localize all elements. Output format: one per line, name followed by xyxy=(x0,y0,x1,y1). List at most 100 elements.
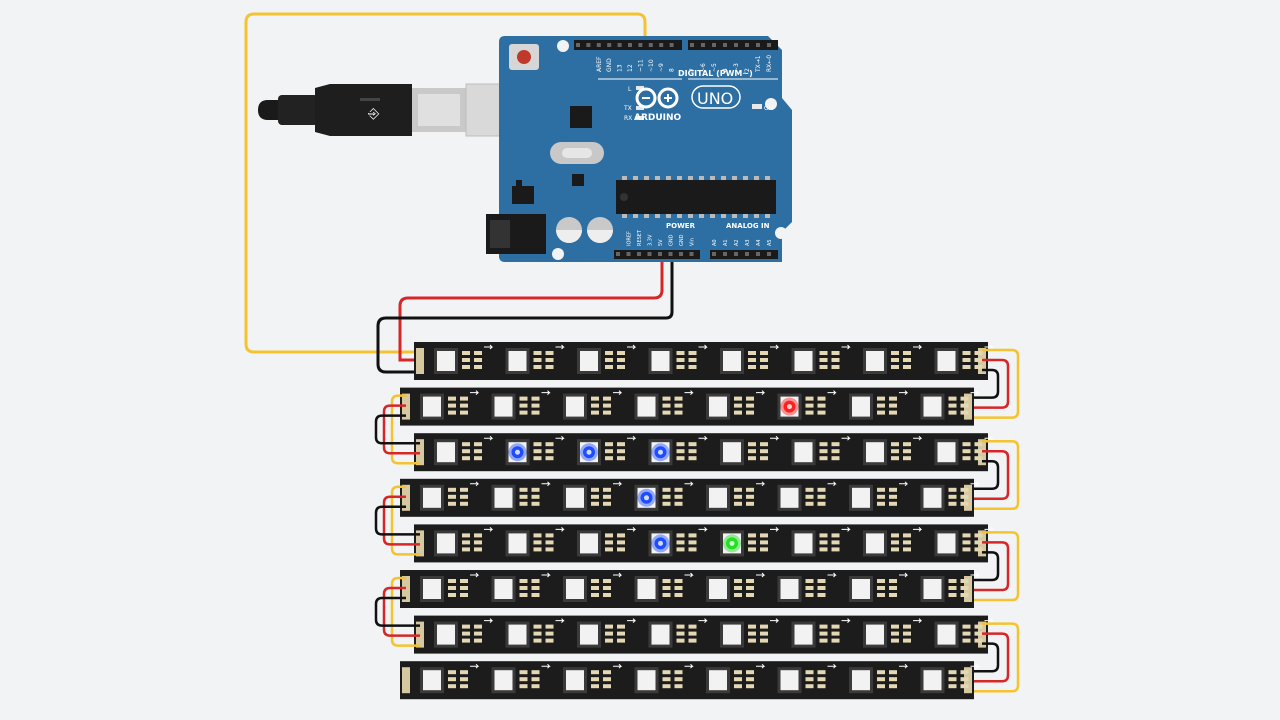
led-pixel[interactable] xyxy=(920,576,945,602)
led-pixel[interactable] xyxy=(577,348,601,374)
led-strip-row[interactable] xyxy=(400,661,980,700)
led-pixel[interactable] xyxy=(777,484,802,511)
wire-5v[interactable] xyxy=(398,255,664,362)
led-pixel[interactable] xyxy=(634,576,659,602)
strip-jumper[interactable] xyxy=(974,531,1020,602)
led-pixel[interactable] xyxy=(563,393,587,420)
led-pixel[interactable] xyxy=(849,576,873,602)
header-pin[interactable] xyxy=(616,252,620,256)
header-pin[interactable] xyxy=(626,252,631,256)
led-pixel[interactable] xyxy=(563,484,587,511)
led-pixel[interactable] xyxy=(577,530,601,557)
led-strip-row[interactable] xyxy=(414,615,994,654)
header-pin[interactable] xyxy=(723,43,727,47)
strip-jumper[interactable] xyxy=(974,348,1020,419)
led-pixel[interactable] xyxy=(920,484,945,511)
header-pin[interactable] xyxy=(596,43,601,47)
led-pixel[interactable] xyxy=(563,576,587,602)
led-pixel[interactable] xyxy=(434,439,458,466)
header-pin[interactable] xyxy=(690,43,694,47)
header-pin[interactable] xyxy=(745,43,749,47)
header-pin[interactable] xyxy=(745,252,749,256)
led-pixel[interactable] xyxy=(648,621,673,648)
led-pixel[interactable] xyxy=(863,439,887,466)
reset-button-icon[interactable] xyxy=(509,44,539,70)
led-pixel[interactable] xyxy=(491,484,516,511)
strip-jumper[interactable] xyxy=(974,622,1020,693)
led-pixel[interactable] xyxy=(720,530,744,557)
header-pin[interactable] xyxy=(658,252,662,256)
header-pin[interactable] xyxy=(767,252,771,256)
header-pin[interactable] xyxy=(669,43,674,47)
led-pixel[interactable] xyxy=(777,576,802,602)
led-pixel[interactable] xyxy=(920,667,945,694)
led-pixel[interactable] xyxy=(934,530,959,557)
led-pixel[interactable] xyxy=(420,484,444,511)
led-pixel[interactable] xyxy=(849,484,873,511)
led-pixel[interactable] xyxy=(577,621,601,648)
led-pixel[interactable] xyxy=(863,530,887,557)
header-pin[interactable] xyxy=(638,43,643,47)
header-pin[interactable] xyxy=(767,43,771,47)
strip-jumper[interactable] xyxy=(374,485,420,556)
led-pixel[interactable] xyxy=(648,348,673,374)
led-pixel[interactable] xyxy=(491,576,516,602)
led-pixel[interactable] xyxy=(706,576,730,602)
led-strip-row[interactable] xyxy=(414,433,994,472)
led-pixel[interactable] xyxy=(563,667,587,694)
led-pixel[interactable] xyxy=(720,348,744,374)
led-pixel[interactable] xyxy=(491,667,516,694)
header-pin[interactable] xyxy=(756,252,760,256)
strip-jumper[interactable] xyxy=(374,394,420,465)
led-pixel[interactable] xyxy=(420,667,444,694)
led-pixel[interactable] xyxy=(505,621,530,648)
usb-cable-icon[interactable]: ⎆ xyxy=(258,83,541,137)
led-pixel[interactable] xyxy=(648,530,673,557)
header-pin[interactable] xyxy=(586,43,591,47)
led-pixel[interactable] xyxy=(420,393,444,420)
header-pin[interactable] xyxy=(734,43,738,47)
led-pixel[interactable] xyxy=(791,439,816,466)
led-pixel[interactable] xyxy=(863,348,887,374)
header-pin[interactable] xyxy=(712,252,716,256)
led-pixel[interactable] xyxy=(505,348,530,374)
led-pixel[interactable] xyxy=(791,530,816,557)
led-pixel[interactable] xyxy=(720,621,744,648)
led-pixel[interactable] xyxy=(920,393,945,420)
led-pixel[interactable] xyxy=(934,348,959,374)
led-pixel[interactable] xyxy=(634,484,659,511)
led-pixel[interactable] xyxy=(420,576,444,602)
led-pixel[interactable] xyxy=(777,393,802,420)
dc-jack-icon[interactable] xyxy=(486,214,546,254)
led-pixel[interactable] xyxy=(791,621,816,648)
header-pin[interactable] xyxy=(679,252,683,256)
led-pixel[interactable] xyxy=(505,530,530,557)
header-pin[interactable] xyxy=(628,43,632,47)
header-pin[interactable] xyxy=(648,43,653,47)
led-pixel[interactable] xyxy=(434,530,458,557)
header-pin[interactable] xyxy=(734,252,738,256)
strip-jumper[interactable] xyxy=(374,576,420,647)
led-pixel[interactable] xyxy=(634,393,659,420)
header-pin[interactable] xyxy=(659,43,664,47)
led-pixel[interactable] xyxy=(849,393,873,420)
led-pixel[interactable] xyxy=(863,621,887,648)
strip-jumper[interactable] xyxy=(974,439,1020,511)
led-strip-row[interactable] xyxy=(400,478,980,517)
header-pin[interactable] xyxy=(756,43,760,47)
led-strip-row[interactable] xyxy=(400,387,980,426)
led-pixel[interactable] xyxy=(706,393,730,420)
led-pixel[interactable] xyxy=(706,667,730,694)
wire-data[interactable] xyxy=(244,12,647,354)
led-pixel[interactable] xyxy=(491,393,516,420)
header-pin[interactable] xyxy=(607,43,612,47)
led-pixel[interactable] xyxy=(434,621,458,648)
led-pixel[interactable] xyxy=(849,667,873,694)
header-pin[interactable] xyxy=(689,252,694,256)
header-pin[interactable] xyxy=(723,252,727,256)
led-pixel[interactable] xyxy=(634,667,659,694)
header-pin[interactable] xyxy=(701,43,705,47)
led-pixel[interactable] xyxy=(706,484,730,511)
wire-gnd[interactable] xyxy=(376,255,674,374)
